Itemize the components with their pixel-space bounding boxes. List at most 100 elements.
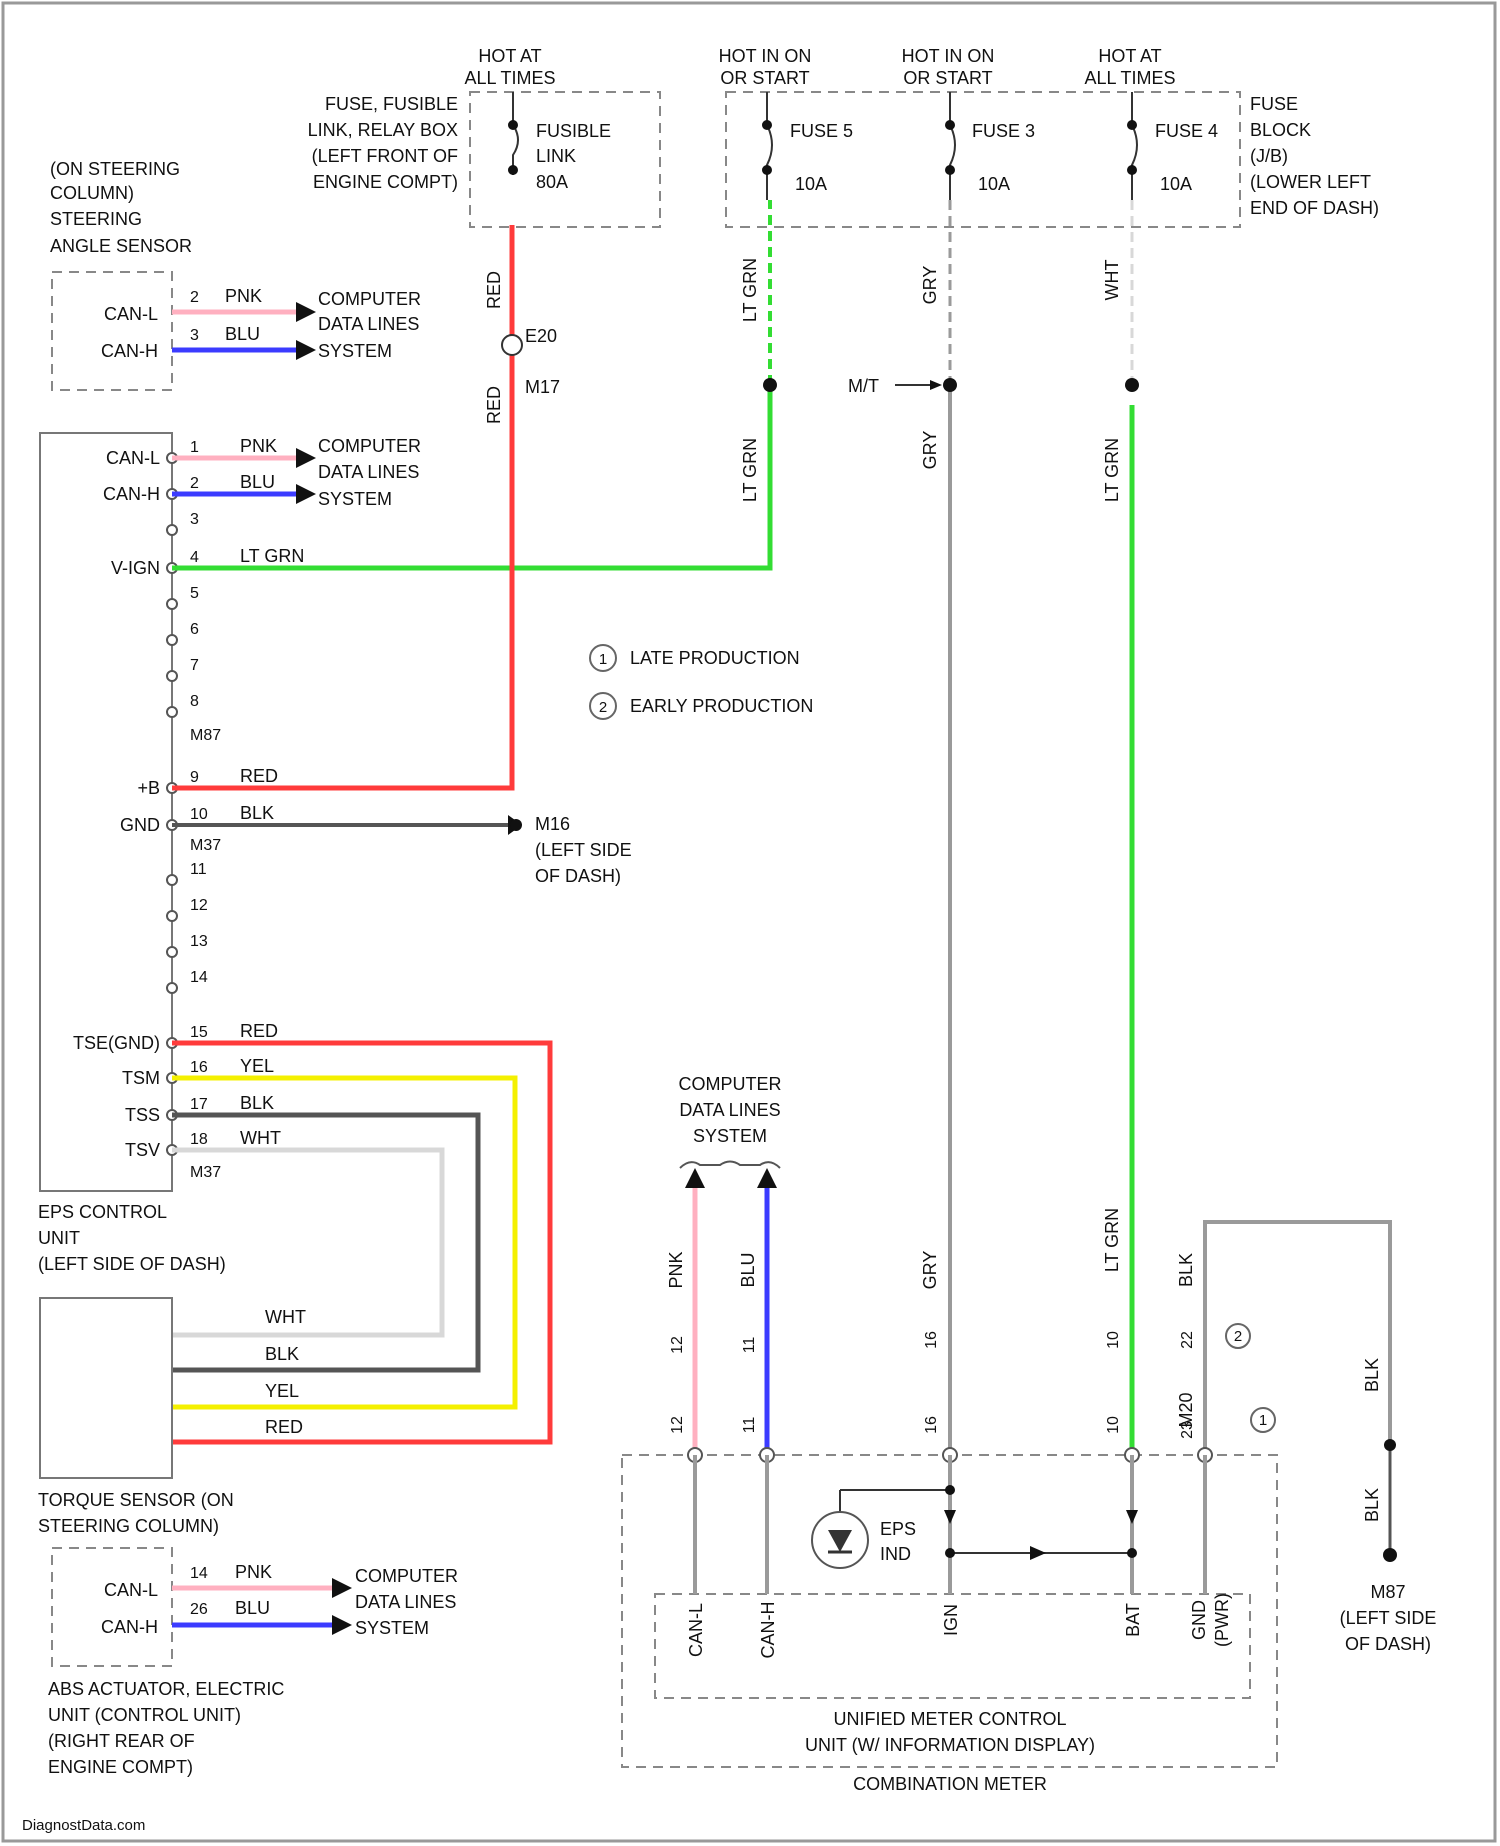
svg-text:10A: 10A (795, 174, 827, 194)
svg-text:IND: IND (880, 1544, 911, 1564)
svg-text:16: 16 (923, 1331, 940, 1349)
svg-text:BLK: BLK (265, 1344, 299, 1364)
eps-pin-num: 11 (190, 861, 207, 878)
eps-pin-13 (167, 947, 177, 957)
svg-text:GRY: GRY (920, 431, 940, 470)
fuse-5: FUSE 5 10A (762, 92, 853, 200)
svg-text:CAN-H: CAN-H (758, 1602, 778, 1659)
eps-pin-name: CAN-L (106, 448, 160, 468)
sas-dest-2: DATA LINES (318, 314, 419, 334)
svg-text:11: 11 (741, 1417, 758, 1434)
svg-text:FUSE 3: FUSE 3 (972, 121, 1035, 141)
eps-pin-name: TSS (125, 1105, 160, 1125)
fuse-block-loc-1: FUSE (1250, 94, 1298, 114)
sas-title-4: ANGLE SENSOR (50, 236, 192, 256)
svg-text:CAN-L: CAN-L (104, 304, 158, 324)
eps-pin-num: 8 (190, 693, 199, 710)
abs-title-2: UNIT (CONTROL UNIT) (48, 1705, 241, 1725)
svg-text:BLK: BLK (1362, 1358, 1382, 1392)
svg-text:11: 11 (741, 1337, 758, 1354)
svg-text:BLK: BLK (1176, 1253, 1196, 1287)
torque-sensor-box (40, 1298, 172, 1478)
svg-text:RED: RED (484, 386, 504, 424)
abs-dest-1: COMPUTER (355, 1566, 458, 1586)
svg-text:PNK: PNK (225, 286, 262, 306)
eps-pin-7 (167, 671, 177, 681)
svg-text:LT GRN: LT GRN (1102, 438, 1122, 502)
splice-m17: M17 (525, 377, 560, 397)
power-label-2a: HOT IN ON (719, 46, 812, 66)
eps-connector-m37b: M37 (190, 1164, 221, 1181)
eps-pin-8 (167, 707, 177, 717)
eps-pin-num: 7 (190, 657, 199, 674)
eps-indicator-lamp: EPS IND (812, 1512, 916, 1568)
eps-connector-m37a: M37 (190, 837, 221, 854)
eps-pin-6 (167, 635, 177, 645)
torque-title-1: TORQUE SENSOR (ON (38, 1490, 234, 1510)
fuse-block-jb (726, 92, 1240, 227)
svg-text:WHT: WHT (1102, 260, 1122, 301)
fuse-4: FUSE 4 10A (1127, 92, 1218, 200)
eps-pin-11 (167, 875, 177, 885)
eps-title-3: (LEFT SIDE OF DASH) (38, 1254, 226, 1274)
eps-wire-color: WHT (240, 1128, 281, 1148)
power-label-4a: HOT AT (1098, 46, 1161, 66)
eps-pin-num: 6 (190, 621, 199, 638)
svg-text:10: 10 (1105, 1331, 1122, 1349)
svg-text:1: 1 (599, 651, 607, 668)
meter-unit-1: UNIFIED METER CONTROL (833, 1709, 1066, 1729)
svg-text:23: 23 (1179, 1421, 1196, 1439)
svg-text:10A: 10A (1160, 174, 1192, 194)
fusible-link-label-2: LINK (536, 146, 576, 166)
eps-wire-color: PNK (240, 436, 277, 456)
sas-dest-3: SYSTEM (318, 341, 392, 361)
eps-dest-2: DATA LINES (318, 462, 419, 482)
sas-title-2: COLUMN) (50, 183, 134, 203)
eps-pin-num: 3 (190, 511, 199, 528)
eps-pin-num: 14 (190, 969, 208, 986)
svg-text:EARLY PRODUCTION: EARLY PRODUCTION (630, 696, 813, 716)
meter-dest-1: COMPUTER (679, 1074, 782, 1094)
power-label-3a: HOT IN ON (902, 46, 995, 66)
svg-text:BLU: BLU (225, 324, 260, 344)
svg-text:CAN-L: CAN-L (686, 1603, 706, 1657)
eps-pin-5 (167, 599, 177, 609)
eps-wire-color: YEL (240, 1056, 274, 1076)
power-label-1a: HOT AT (478, 46, 541, 66)
eps-wire-color: RED (240, 766, 278, 786)
svg-text:LT GRN: LT GRN (740, 258, 760, 322)
svg-text:2: 2 (599, 699, 607, 716)
svg-text:LATE PRODUCTION: LATE PRODUCTION (630, 648, 800, 668)
svg-text:BAT: BAT (1123, 1603, 1143, 1637)
svg-text:LT GRN: LT GRN (1102, 1208, 1122, 1272)
fuse-box-loc-3: (LEFT FRONT OF (312, 146, 458, 166)
power-label-4b: ALL TIMES (1084, 68, 1175, 88)
eps-pin-num: 9 (190, 769, 199, 786)
svg-text:GRY: GRY (920, 266, 940, 305)
svg-text:BLK: BLK (1362, 1488, 1382, 1522)
abs-title-3: (RIGHT REAR OF (48, 1731, 195, 1751)
eps-pin-num: 10 (190, 806, 208, 823)
eps-pin-num: 17 (190, 1096, 208, 1113)
eps-pin-num: 13 (190, 933, 208, 950)
fusible-link-label-3: 80A (536, 172, 568, 192)
steering-angle-sensor-box (52, 272, 172, 390)
svg-text:PNK: PNK (235, 1562, 272, 1582)
fusible-link-label-1: FUSIBLE (536, 121, 611, 141)
abs-title-4: ENGINE COMPT) (48, 1757, 193, 1777)
sas-title-1: (ON STEERING (50, 159, 180, 179)
eps-pin-name: +B (137, 778, 160, 798)
splice-e20: E20 (525, 326, 557, 346)
svg-text:26: 26 (190, 1601, 208, 1618)
eps-pin-num: 15 (190, 1024, 208, 1041)
ground-m87-loc-2: OF DASH) (1345, 1634, 1431, 1654)
svg-text:(PWR): (PWR) (1212, 1593, 1232, 1647)
abs-dest-2: DATA LINES (355, 1592, 456, 1612)
svg-text:RED: RED (484, 271, 504, 309)
svg-text:CAN-H: CAN-H (101, 1617, 158, 1637)
eps-pin-num: 5 (190, 585, 199, 602)
eps-wire-color: RED (240, 1021, 278, 1041)
ground-m16-loc-2: OF DASH) (535, 866, 621, 886)
sas-title-3: STEERING (50, 209, 142, 229)
